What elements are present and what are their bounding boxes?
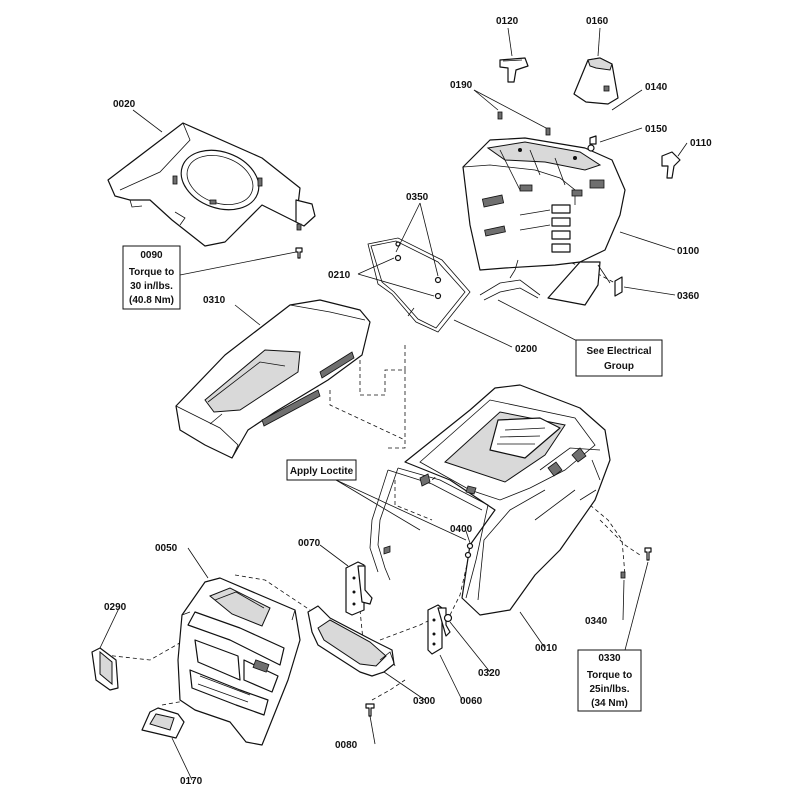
- callout-0330-part: 0330: [598, 653, 621, 664]
- part-0400-fastener: [466, 542, 474, 550]
- label-0190: 0190: [450, 80, 473, 91]
- callout-0330: 0330 Torque to 25in/lbs. (34 Nm): [577, 649, 642, 712]
- label-0050: 0050: [155, 543, 178, 554]
- part-0050-grille: [177, 577, 301, 746]
- label-0320: 0320: [478, 668, 501, 679]
- part-0200-bracket: [367, 237, 471, 333]
- label-0210: 0210: [328, 270, 351, 281]
- callout-electrical-line2: Group: [604, 361, 634, 372]
- part-0060-bracket: [427, 604, 451, 655]
- label-0060: 0060: [460, 696, 483, 707]
- callout-0330-line2: 25in/lbs.: [589, 684, 629, 695]
- label-0150: 0150: [645, 124, 668, 135]
- label-0140: 0140: [645, 82, 668, 93]
- part-0160-knob: [573, 57, 619, 105]
- callout-loctite: Apply Loctite: [286, 459, 357, 481]
- label-0110: 0110: [690, 138, 712, 149]
- part-0290-lamp: [91, 647, 119, 691]
- part-0360-tab: [614, 276, 623, 297]
- callout-0090: 0090 Torque to 30 in/lbs. (40.8 Nm): [122, 245, 181, 310]
- label-0400: 0400: [450, 524, 473, 535]
- part-0090-screw: [295, 247, 303, 259]
- label-0310: 0310: [203, 295, 226, 306]
- label-0120: 0120: [496, 16, 519, 27]
- label-0160: 0160: [586, 16, 609, 27]
- part-0080-screw: [365, 703, 375, 717]
- label-0020: 0020: [113, 99, 136, 110]
- label-0200: 0200: [515, 344, 538, 355]
- label-0170: 0170: [180, 776, 203, 787]
- label-0080: 0080: [335, 740, 358, 751]
- callout-0090-line3: (40.8 Nm): [129, 295, 174, 306]
- label-0340: 0340: [585, 616, 608, 627]
- callout-0090-part: 0090: [140, 250, 163, 261]
- part-0190-screws: [497, 111, 551, 136]
- part-0320-nut: [443, 613, 453, 623]
- part-0310-hood-top: [175, 299, 371, 459]
- label-0070: 0070: [298, 538, 321, 549]
- part-0110-lever: [661, 151, 681, 179]
- callout-0330-line3: (34 Nm): [591, 698, 628, 709]
- label-0290: 0290: [104, 602, 127, 613]
- part-0170-lens: [141, 707, 185, 739]
- part-0300-bumper: [307, 605, 396, 677]
- part-0020-shroud-panel: [107, 122, 316, 247]
- label-0100: 0100: [677, 246, 700, 257]
- part-0340-screw: [620, 571, 626, 579]
- label-0010: 0010: [535, 643, 558, 654]
- part-0070-bracket: [345, 561, 373, 616]
- part-0140-0150-screws: [587, 135, 597, 152]
- callout-0090-line1: Torque to: [129, 267, 174, 278]
- label-0360: 0360: [677, 291, 700, 302]
- label-0300: 0300: [413, 696, 436, 707]
- leader-lines: [99, 27, 688, 781]
- part-0330-screw: [644, 547, 652, 561]
- wire-harness: [479, 259, 541, 301]
- callout-0330-line1: Torque to: [587, 670, 632, 681]
- part-0010-hood-body: [404, 384, 611, 616]
- callout-0090-line2: 30 in/lbs.: [130, 281, 173, 292]
- callout-electrical-line1: See Electrical: [586, 346, 651, 357]
- part-0100-dash-housing: [462, 137, 626, 306]
- callout-electrical: See Electrical Group: [575, 339, 663, 377]
- label-0350: 0350: [406, 192, 429, 203]
- part-labels: 0020 0120 0160 0190 0140 0150 0110 0100 …: [104, 16, 712, 787]
- part-0120-key: [499, 57, 529, 83]
- callout-loctite-line1: Apply Loctite: [290, 466, 354, 477]
